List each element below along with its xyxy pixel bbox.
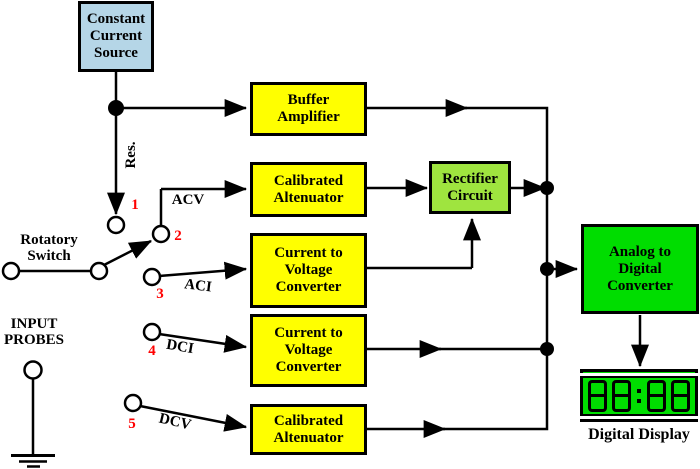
- seven-segment-digit: [612, 379, 631, 412]
- block-calibrated-attenuator-dcv: Calibrated Altenuator: [250, 404, 367, 455]
- block-calibrated-attenuator-acv: Calibrated Altenuator: [250, 162, 367, 217]
- block-buffer-amplifier: Buffer Amplifier: [250, 82, 367, 136]
- display-colon: [637, 388, 641, 403]
- switch-position-number-1: 1: [131, 197, 139, 213]
- switch-contact-2: [151, 224, 171, 244]
- signal-label-res: Res.: [123, 141, 139, 169]
- junction-dot-bus-2: [540, 262, 554, 276]
- switch-pivot-terminal: [89, 261, 109, 281]
- seven-segment-digit: [588, 379, 607, 412]
- junction-dots: [108, 100, 554, 356]
- wire-dcv-to-attenuator: [139, 404, 248, 432]
- digital-display-box: [577, 369, 700, 422]
- probe-terminal-ground: [23, 360, 43, 380]
- signal-label-acv: ACV: [171, 192, 205, 208]
- input-probes-label: INPUT PROBES: [3, 316, 64, 348]
- switch-position-number-5: 5: [128, 416, 136, 432]
- seven-segment-digit: [671, 379, 690, 412]
- wire-aci-to-converter: [158, 261, 248, 280]
- switch-position-number-2: 2: [174, 228, 182, 244]
- block-current-to-voltage-converter-dci: Current to Voltage Converter: [250, 314, 367, 387]
- switch-contact-4: [142, 322, 162, 342]
- digital-display-caption: Digital Display: [588, 426, 690, 443]
- switch-contact-5: [123, 393, 143, 413]
- block-current-to-voltage-converter-aci: Current to Voltage Converter: [250, 233, 367, 308]
- block-constant-current-source: Constant Current Source: [78, 1, 154, 72]
- probe-terminal-left: [1, 261, 21, 281]
- rotatory-switch-label: Rotatory Switch: [20, 232, 78, 264]
- seven-segment-digit: [647, 379, 666, 412]
- switch-lever: [103, 239, 153, 267]
- junction-dot-bus-1: [540, 181, 554, 195]
- switch-contact-3: [142, 267, 162, 287]
- block-analog-to-digital-converter: Analog to Digital Converter: [581, 224, 699, 314]
- wire-dci-to-converter: [158, 332, 248, 353]
- junction-dot-bus-3: [540, 342, 554, 356]
- block-rectifier-circuit: Rectifier Circuit: [429, 161, 511, 214]
- junction-dot-source: [108, 100, 124, 116]
- switch-contacts: [1, 215, 171, 413]
- wires: [19, 72, 649, 456]
- switch-position-number-4: 4: [148, 343, 156, 359]
- switch-contact-1: [106, 215, 126, 235]
- seven-segment-display: [577, 372, 700, 419]
- switch-position-number-3: 3: [156, 286, 164, 302]
- ground-symbol: [11, 454, 55, 468]
